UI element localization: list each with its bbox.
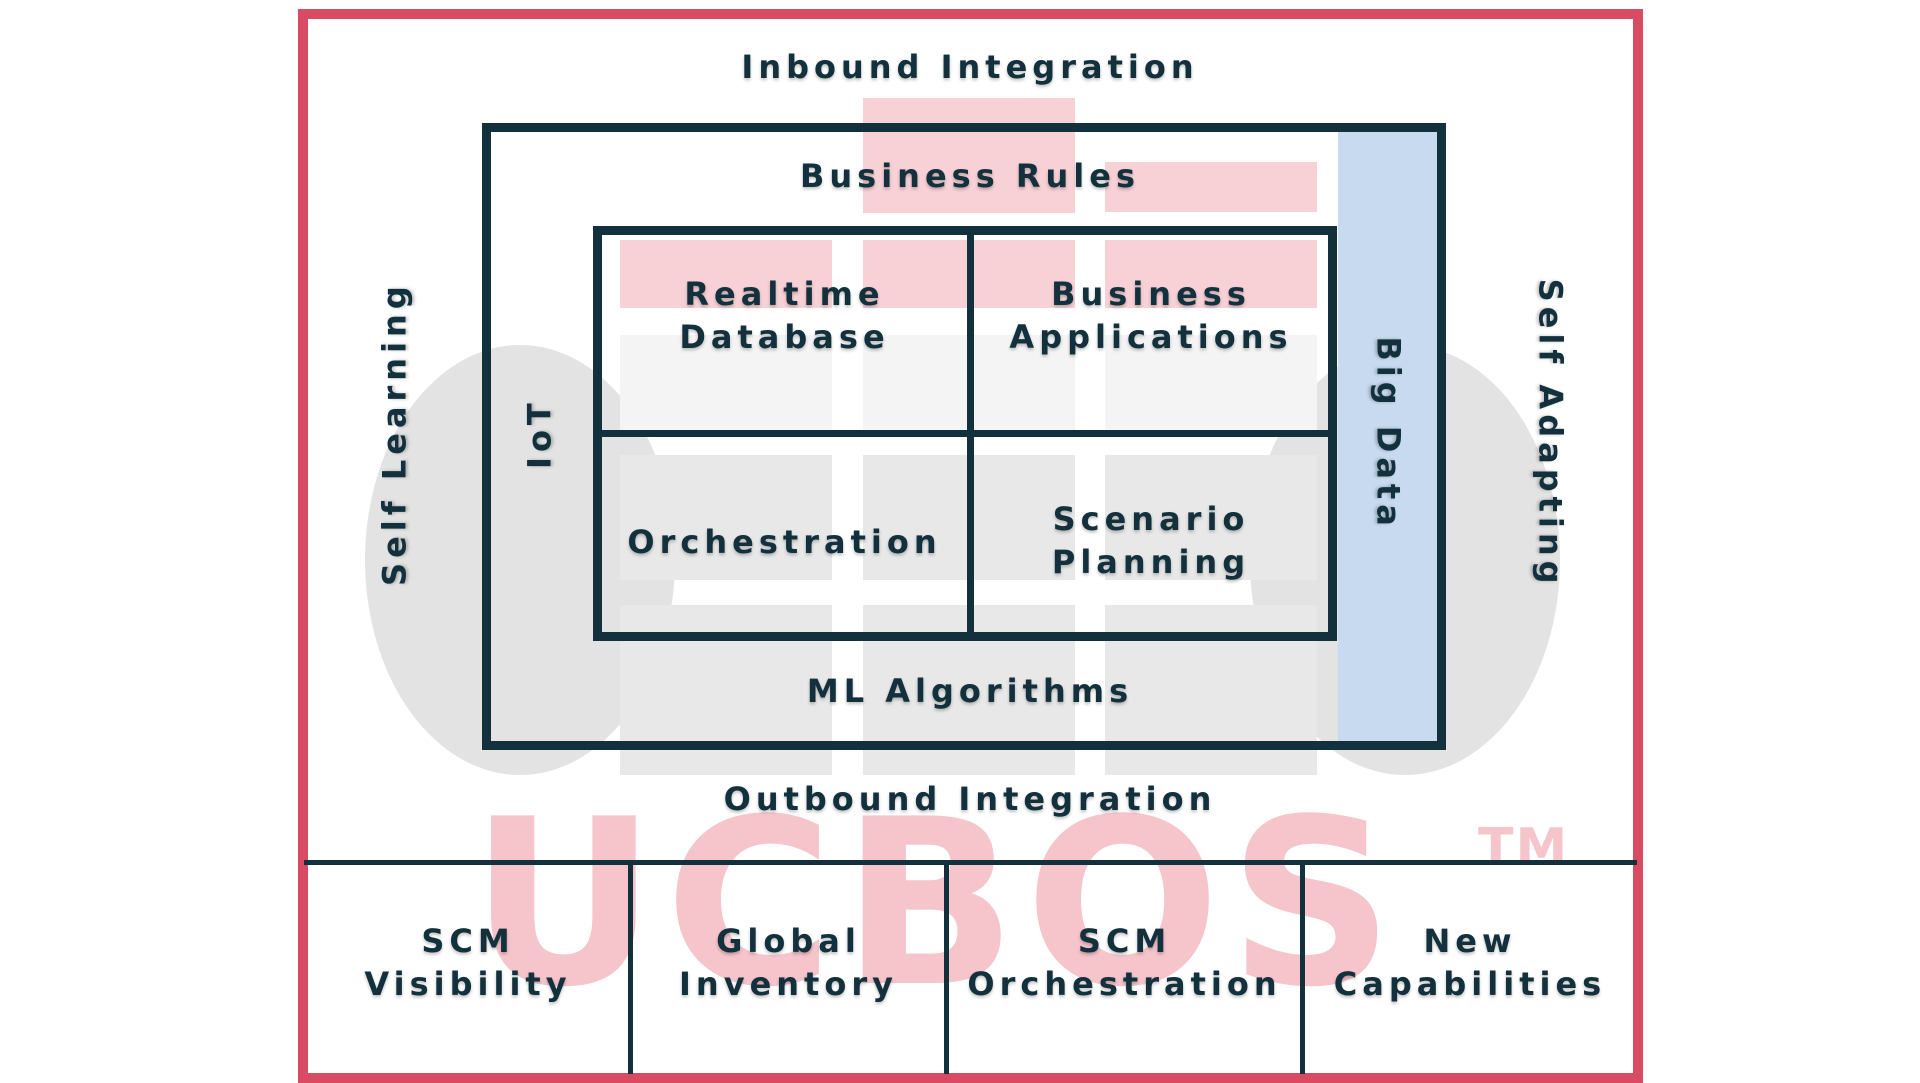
business-rules-label: Business Rules [799, 157, 1141, 195]
iot-label: IoT [520, 398, 559, 469]
self-learning-label: Self Learning [375, 281, 414, 586]
watermark-text: UCBOS [470, 771, 1403, 1038]
middle-box [482, 123, 1446, 750]
capabilities-divider-1 [628, 862, 633, 1074]
watermark-trademark: TM [1478, 818, 1570, 878]
business-applications-cell: Business Applications [1009, 275, 1293, 357]
capabilities-divider-2 [944, 862, 949, 1074]
capabilities-divider-3 [1300, 862, 1305, 1074]
scenario-planning-cell: Scenario Planning [1051, 500, 1251, 582]
new-capabilities-cell: New Capabilities [1333, 922, 1607, 1004]
scm-visibility-cell: SCM Visibility [364, 922, 572, 1004]
watermark-logo: UCBOS [470, 790, 1402, 1020]
orchestration-cell: Orchestration [627, 523, 942, 561]
core-grid-horizontal-divider [593, 430, 1337, 437]
realtime-database-cell: Realtime Database [679, 275, 890, 357]
global-inventory-cell: Global Inventory [679, 922, 898, 1004]
big-data-band [1338, 130, 1440, 745]
outer-frame [298, 9, 1643, 1083]
self-adapting-label: Self Adapting [1531, 278, 1570, 589]
ml-algorithms-label: ML Algorithms [806, 672, 1134, 710]
scm-orchestration-cell: SCM Orchestration [967, 922, 1282, 1004]
capabilities-top-divider [304, 860, 1637, 865]
inbound-integration-label: Inbound Integration [741, 48, 1199, 86]
big-data-label: Big Data [1369, 336, 1408, 531]
outbound-integration-label: Outbound Integration [723, 780, 1217, 818]
